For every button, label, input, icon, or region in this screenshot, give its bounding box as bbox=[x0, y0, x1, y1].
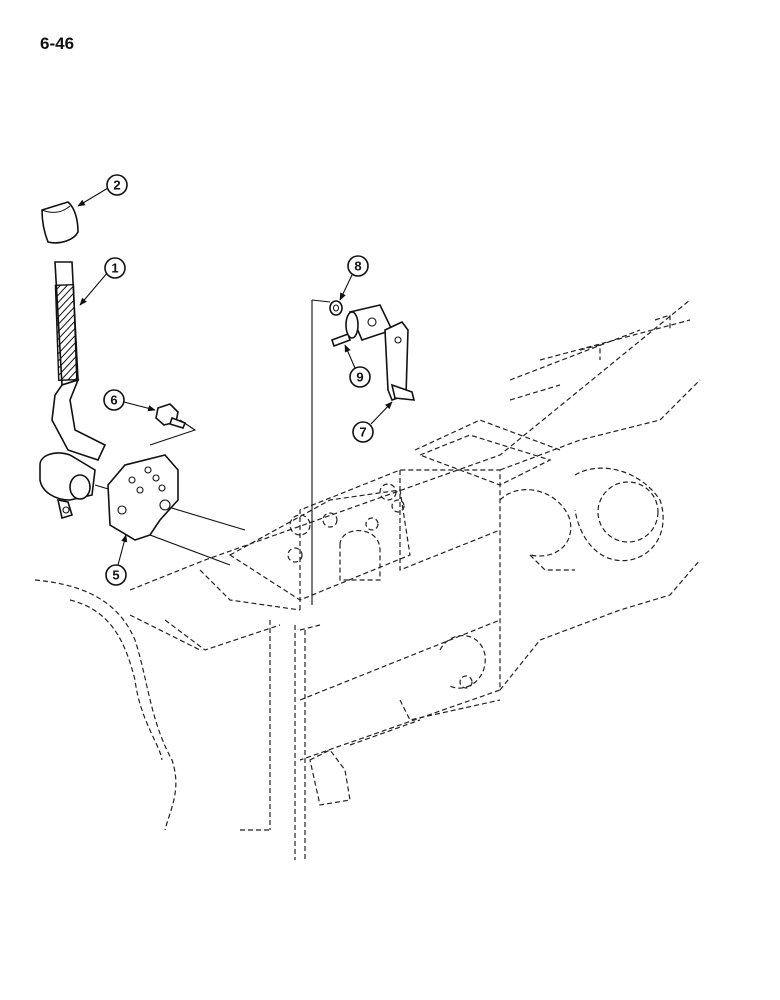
callout-9-label: 9 bbox=[356, 370, 363, 385]
bracket-plate-part bbox=[107, 454, 179, 541]
callout-8-label: 8 bbox=[354, 259, 361, 274]
callout-6: 6 bbox=[103, 389, 156, 412]
callout-7: 7 bbox=[352, 401, 393, 443]
alignment-lines bbox=[94, 299, 331, 605]
roll-pin-part bbox=[330, 332, 352, 348]
callout-8: 8 bbox=[339, 255, 369, 301]
callout-5-label: 5 bbox=[112, 568, 119, 583]
callout-7-label: 7 bbox=[359, 425, 366, 440]
washer-part bbox=[329, 300, 343, 316]
shift-knob-part bbox=[41, 201, 79, 244]
callout-6-label: 6 bbox=[110, 393, 117, 408]
transmission-housing bbox=[34, 299, 701, 860]
callout-5: 5 bbox=[105, 534, 128, 586]
callout-2-label: 2 bbox=[113, 178, 120, 193]
bolt-part bbox=[155, 403, 187, 429]
shaft-arm-part bbox=[345, 304, 416, 402]
callout-1-label: 1 bbox=[111, 261, 118, 276]
shift-lever-part bbox=[39, 261, 107, 520]
callout-1: 1 bbox=[79, 257, 126, 306]
page-number: 6-46 bbox=[40, 34, 75, 53]
callout-9: 9 bbox=[344, 344, 371, 388]
callout-2: 2 bbox=[77, 174, 128, 207]
